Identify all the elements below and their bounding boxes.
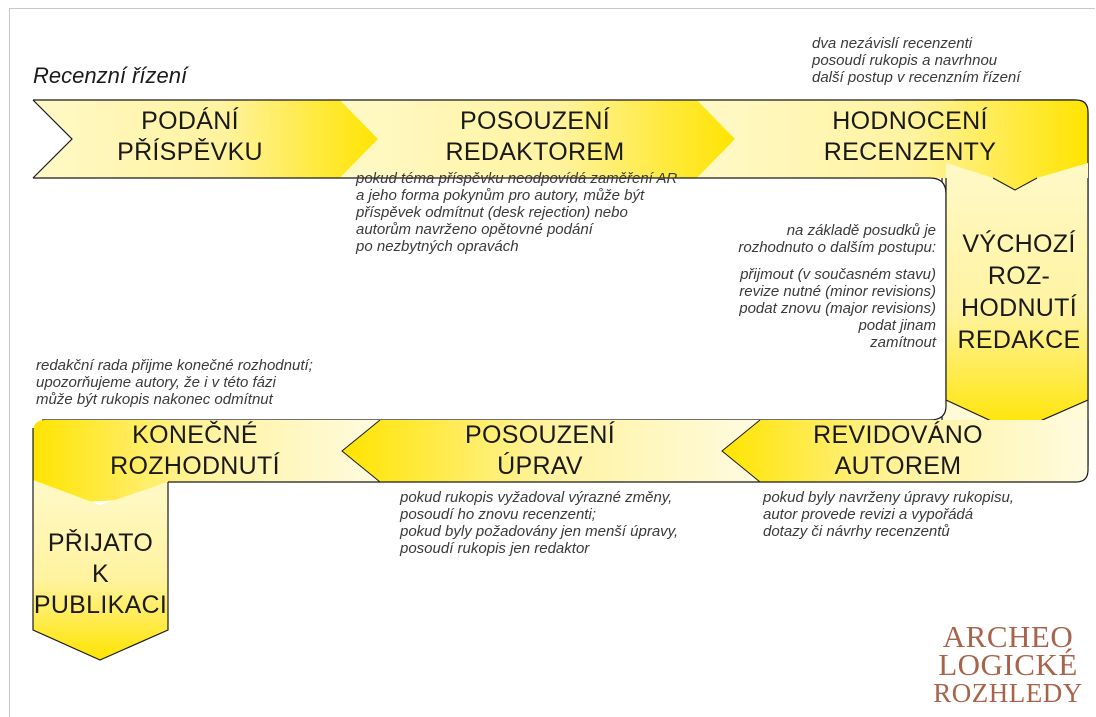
step-revidovano-line2: AUTOREM (834, 452, 962, 480)
step-konecne-line1: KONEČNÉ (132, 421, 258, 449)
step-prijato-line2: K (92, 560, 109, 588)
step-revidovano-line1: REVIDOVÁNO (813, 421, 983, 449)
page-frame (9, 8, 1095, 717)
logo-line2: LOGICKÉ (938, 647, 1078, 682)
step-posouzeni-redaktorem: POSOUZENÍ REDAKTOREM (400, 106, 670, 168)
step-podani: PODÁNÍ PŘÍSPĚVKU (70, 106, 310, 168)
step-hodnoceni-line1: HODNOCENÍ (832, 107, 988, 135)
note-rozhodnuti-intro: na základě posudků je rozhodnuto o další… (738, 222, 936, 256)
note-recenzenti: dva nezávislí recenzenti posoudí rukopis… (812, 35, 1021, 86)
step-vychozi-line3: HODNUTÍ (961, 294, 1077, 322)
step-podani-line2: PŘÍSPĚVKU (117, 138, 263, 166)
note-desk-rejection: pokud téma příspěvku neodpovídá zaměření… (356, 170, 678, 255)
step-prijato-line3: PUBLIKACI (33, 591, 168, 619)
step-vychozi-line2: ROZ- (987, 262, 1051, 290)
step-posouzeni-uprav: POSOUZENÍ ÚPRAV (420, 420, 660, 482)
step-prijato-line1: PŘIJATO (47, 529, 154, 557)
arrow-prijato (33, 480, 168, 660)
step-hodnoceni: HODNOCENÍ RECENZENTY (790, 106, 1030, 168)
arrow-revidovano (722, 420, 1088, 482)
step-konecne: KONEČNÉ ROZHODNUTÍ (80, 420, 310, 482)
note-konecne: redakční rada přijme konečné rozhodnutí;… (36, 357, 313, 408)
note-uprav: pokud rukopis vyžadoval výrazné změny, p… (400, 489, 679, 557)
step-vychozi: VÝCHOZÍ ROZ- HODNUTÍ REDAKCE (950, 228, 1088, 356)
page-title: Recenzní řízení (33, 63, 188, 88)
arrow-hodnoceni (697, 100, 1088, 190)
arrow-vychozi (946, 163, 1088, 432)
step-posouzeni-redaktorem-line1: POSOUZENÍ (460, 107, 610, 135)
arrow-posouzeni-uprav (342, 420, 760, 482)
step-revidovano: REVIDOVÁNO AUTOREM (778, 420, 1018, 482)
step-prijato: PŘIJATO K PUBLIKACI (33, 528, 168, 621)
note-revize: pokud byly navrženy úpravy rukopisu, aut… (763, 489, 1014, 540)
logo-line3: ROZHLEDY (933, 678, 1083, 708)
logo-line1: ARCHEO (942, 619, 1074, 654)
step-vychozi-line1: VÝCHOZÍ (962, 230, 1076, 258)
step-podani-line1: PODÁNÍ (141, 107, 239, 135)
arrow-posouzeni-redaktorem (340, 100, 735, 178)
step-posouzeni-redaktorem-line2: REDAKTOREM (445, 138, 625, 166)
note-rozhodnuti-options: přijmout (v současném stavu) revize nutn… (739, 266, 936, 351)
step-vychozi-line4: REDAKCE (957, 326, 1081, 354)
arrow-konecne (33, 420, 380, 505)
step-posouzeni-uprav-line1: POSOUZENÍ (465, 421, 615, 449)
journal-logo: ARCHEO LOGICKÉ ROZHLEDY (928, 619, 1088, 708)
step-hodnoceni-line2: RECENZENTY (823, 138, 997, 166)
step-konecne-line2: ROZHODNUTÍ (110, 452, 280, 480)
arrow-podani (33, 100, 378, 178)
step-posouzeni-uprav-line2: ÚPRAV (497, 452, 583, 480)
